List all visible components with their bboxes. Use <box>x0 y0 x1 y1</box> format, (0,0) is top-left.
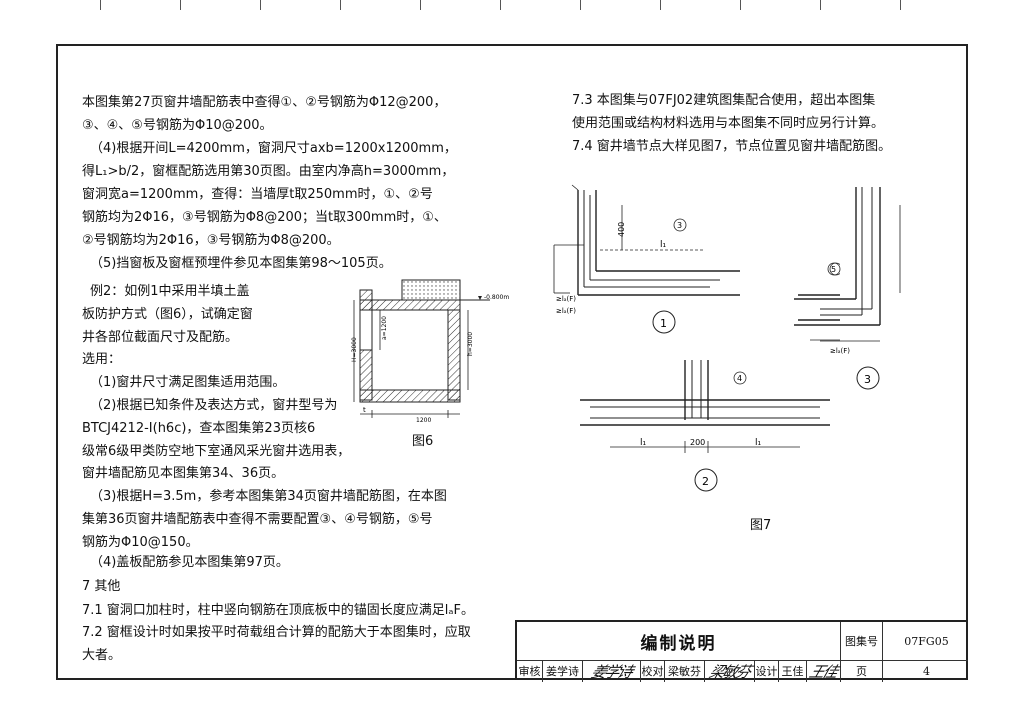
detail-1 <box>553 184 740 334</box>
signature: 梁敏芬 <box>706 662 752 681</box>
bar-5-label: 5 <box>831 265 836 274</box>
text-line: 集第36页窗井墙配筋表中查得不需要配置③、④号钢筋，⑤号 <box>82 512 433 527</box>
text-line: 板防护方式（图6），试确定窗 <box>82 307 253 322</box>
figure-6-caption: 图6 <box>412 434 434 449</box>
dim-1200: 1200 <box>416 417 431 424</box>
checker-signature: 梁敏芬 <box>705 660 755 682</box>
designer-signature: 王佳 <box>807 660 841 682</box>
check-label: 校对 <box>641 660 665 682</box>
text-line: 窗井墙配筋见本图集第34、36页。 <box>82 466 285 481</box>
text-line: ②号钢筋均为2Φ16，③号钢筋为Φ8@200。 <box>82 233 340 248</box>
level-mark: -0.800m <box>484 294 509 301</box>
dim-200: 200 <box>690 438 705 447</box>
text-line: （4)根据开间L=4200mm，窗洞尺寸axb=1200x1200mm， <box>90 141 457 156</box>
detail-1-number: 1 <box>660 317 667 330</box>
text-line: （1)窗井尺寸满足图集适用范围。 <box>90 375 286 390</box>
dim-h: h=3000 <box>467 332 474 356</box>
laf-label: ≥lₐ(F) <box>556 307 576 315</box>
text-line: 7.4 窗井墙节点大样见图7，节点位置见窗井墙配筋图。 <box>572 139 892 154</box>
text-line: （2)根据已知条件及表达方式，窗井型号为 <box>90 398 338 413</box>
text-line: 大者。 <box>82 648 122 663</box>
designer-name: 王佳 <box>779 660 807 682</box>
text-line: （5)挡窗板及窗框预埋件参见本图集第98～105页。 <box>90 256 392 271</box>
reviewer-name: 姜学诗 <box>543 660 583 682</box>
text-line: 例2：如例1中采用半填土盖 <box>90 284 250 299</box>
design-label: 设计 <box>755 660 779 682</box>
signature: 姜学诗 <box>588 662 634 681</box>
text-line: 7.1 窗洞口加柱时，柱中竖向钢筋在顶底板中的锚固长度应满足lₐF。 <box>82 603 474 618</box>
l1-label: l₁ <box>640 438 647 448</box>
figure-7-detail-3: 5 ≥lₐ(F) 3 <box>794 187 901 390</box>
reviewer-signature: 姜学诗 <box>583 660 641 682</box>
atlas-no: 07FG05 <box>904 634 949 648</box>
text-line: 7.2 窗框设计时如果按平时荷载组合计算的配筋大于本图集时，应取 <box>82 625 471 640</box>
laf-label: ≥lₐ(F) <box>556 295 576 303</box>
dim-H: H=3000 <box>351 337 358 362</box>
text-line: BTCJ4212-I(h6c)，查本图集第23页核6 <box>82 421 316 436</box>
text-line: 选用： <box>82 352 122 367</box>
text-line: 级常6级甲类防空地下室通风采光窗井选用表， <box>82 444 351 459</box>
dim-400: 400 <box>617 222 626 237</box>
text-line: 7.3 本图集与07FJ02建筑图集配合使用，超出本图集 <box>572 93 876 108</box>
signature: 王佳 <box>807 662 840 681</box>
l1-label: l₁ <box>755 438 762 448</box>
page-label: 页 <box>841 660 883 682</box>
text-line: 使用范围或结构材料选用与本图集不同时应另行计算。 <box>572 116 885 131</box>
figure-6-drawing: -0.800m H=3000 a=1200 h=3000 t 1200 <box>351 279 509 424</box>
text-line: 井各部位截面尺寸及配筋。 <box>82 330 239 345</box>
l1-label: l₁ <box>660 240 667 250</box>
laf-label: ≥lₐ(F) <box>830 347 850 355</box>
drawing-frame <box>56 44 968 680</box>
text-line: 窗洞宽a=1200mm，查得：当墙厚t取250mm时，①、②号 <box>82 187 433 202</box>
text-line: 本图集第27页窗井墙配筋表中查得①、②号钢筋为Φ12@200， <box>82 95 447 110</box>
dim-a: a=1200 <box>381 316 388 340</box>
text-line: （3)根据H=3.5m，参考本图集第34页窗井墙配筋图，在本图 <box>90 489 447 504</box>
review-label: 审核 <box>517 660 543 682</box>
title-block: 编制说明 图集号 07FG05 审核 姜学诗 姜学诗 校对 梁敏芬 梁敏芬 设计… <box>515 620 968 682</box>
text-line: 钢筋为Φ10@150。 <box>82 535 199 550</box>
detail-2 <box>580 360 830 492</box>
text-line: 得L₁>b/2，窗框配筋选用第30页图。由室内净高h=3000mm， <box>82 164 455 179</box>
checker-name: 梁敏芬 <box>665 660 705 682</box>
atlas-no-label: 图集号 <box>841 622 883 660</box>
bar-3-label: 3 <box>677 221 682 230</box>
text-line: 钢筋均为2Φ16，③号钢筋为Φ8@200；当t取300mm时，①、 <box>82 210 447 225</box>
dim-t: t <box>363 406 366 414</box>
figure-7-caption: 图7 <box>750 518 772 533</box>
drawing-title: 编制说明 <box>517 622 841 660</box>
detail-2-number: 2 <box>702 475 709 488</box>
bar-4-label: 4 <box>737 374 742 383</box>
section-heading: 7 其他 <box>82 579 121 594</box>
text-line: ③、④、⑤号钢筋为Φ10@200。 <box>82 118 273 133</box>
figure-7-drawing: 400 l₁ 3 ≥lₐ(F) ≥lₐ(F) 1 4 l₁ 200 l₁ 2 <box>553 184 840 492</box>
page-number: 4 <box>923 664 930 678</box>
detail-3-number: 3 <box>864 373 871 386</box>
text-line: （4)盖板配筋参见本图集第97页。 <box>90 555 289 570</box>
